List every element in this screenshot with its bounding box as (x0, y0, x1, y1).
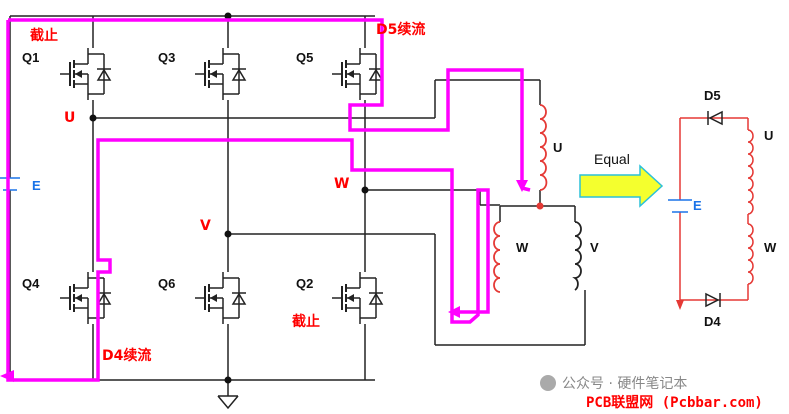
coil-u-icon (539, 104, 548, 191)
equiv-label-u: U (764, 128, 773, 143)
watermark-brand: 公众号 · 硬件笔记本 (562, 376, 687, 392)
label-q5: Q5 (296, 50, 313, 65)
label-coil-v: V (590, 240, 599, 255)
annotation-cutoff-q2: 截止 (292, 313, 320, 330)
annotation-d4-freewheel: D4续流 (102, 347, 151, 364)
equivalent-circuit (679, 117, 754, 301)
equal-arrow (579, 164, 664, 208)
label-q1: Q1 (22, 50, 39, 65)
equiv-label-d5: D5 (704, 88, 721, 103)
wechat-icon (540, 375, 556, 391)
equiv-label-d4: D4 (704, 314, 721, 329)
label-node-u: U (64, 110, 75, 126)
equiv-d4-icon (705, 292, 721, 308)
arrow-label-equal: Equal (594, 151, 630, 167)
label-coil-w: W (516, 240, 529, 255)
equiv-label-e: E (693, 198, 702, 213)
mosfet-q3-icon (194, 47, 247, 101)
equiv-d5-icon (707, 110, 723, 126)
label-q6: Q6 (158, 276, 175, 291)
label-q2: Q2 (296, 276, 313, 291)
mosfet-q2-icon (331, 271, 384, 325)
flow-arrowhead-left (0, 370, 14, 382)
flow-arrowhead-down (516, 180, 528, 192)
flow-arrowhead-back (448, 306, 460, 318)
equiv-label-w: W (764, 240, 777, 255)
mosfet-q4-icon (59, 271, 112, 325)
watermark-site: PCB联盟网 (Pcbbar.com) (586, 395, 763, 411)
label-node-v: V (200, 218, 211, 234)
label-node-w: W (334, 176, 349, 192)
motor-coils (493, 104, 548, 293)
label-q4: Q4 (22, 276, 40, 291)
neutral-dot (536, 202, 544, 210)
mosfet-q1-icon (59, 47, 112, 101)
annotation-d5-freewheel: D5续流 (376, 21, 425, 38)
coil-w-icon (493, 221, 501, 293)
battery-symbol (0, 177, 20, 191)
mosfet-q5-icon (331, 47, 384, 101)
equiv-arrow-down-icon (676, 300, 684, 310)
mosfet-q6-icon (194, 271, 247, 325)
coil-v-icon (572, 221, 582, 291)
junction-dots (89, 12, 369, 384)
equiv-battery-icon (668, 199, 692, 213)
label-coil-u: U (553, 140, 562, 155)
annotation-cutoff-top: 截止 (30, 27, 58, 44)
label-source-e: E (32, 178, 41, 193)
label-q3: Q3 (158, 50, 175, 65)
current-flow-path (6, 18, 531, 382)
